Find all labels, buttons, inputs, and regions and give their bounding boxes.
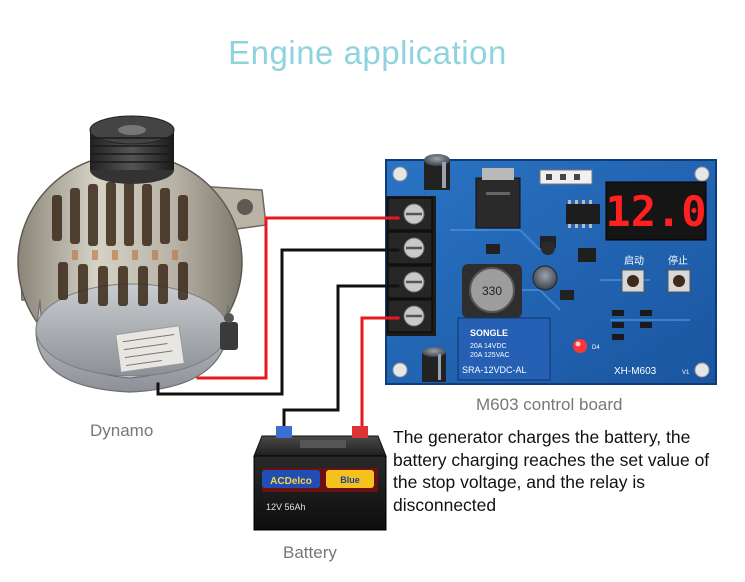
start-label: 启动	[624, 254, 644, 267]
relay-brand: SONGLE	[470, 328, 508, 338]
relay-model: SRA-12VDC-AL	[462, 365, 527, 375]
relay-spec-2: 20A 125VAC	[470, 352, 510, 359]
wires	[156, 216, 400, 436]
battery-image: ACDelco Blue 12V 56Ah	[253, 426, 387, 531]
wire-battery-positive	[360, 316, 400, 436]
dynamo-caption: Dynamo	[90, 421, 154, 440]
wire-battery-negative	[282, 284, 400, 436]
battery-caption: Battery	[283, 543, 337, 562]
stop-label: 停止	[668, 254, 688, 267]
inductor-label: 330	[482, 284, 502, 298]
battery-specs: 12V 56Ah	[266, 502, 306, 512]
display-readout: 12.0	[605, 187, 706, 236]
board-version: V1	[682, 370, 690, 376]
battery-brand: ACDelco	[270, 476, 312, 487]
alternator-image	[17, 115, 267, 393]
control-board-caption: M603 control board	[476, 395, 623, 414]
board-model: XH-M603	[614, 366, 657, 377]
description-text: The generator charges the battery, the b…	[393, 427, 710, 515]
page-title: Engine application	[228, 34, 507, 71]
control-board-image: 12.0 330 启动 停止 SONGLE 20A 14VDC 20A 125V…	[385, 154, 717, 385]
wire-dynamo-negative	[156, 248, 400, 396]
relay-spec-1: 20A 14VDC	[470, 343, 507, 350]
led-label: D4	[592, 345, 600, 351]
wire-dynamo-output	[196, 216, 268, 380]
battery-badge: Blue	[340, 475, 360, 485]
